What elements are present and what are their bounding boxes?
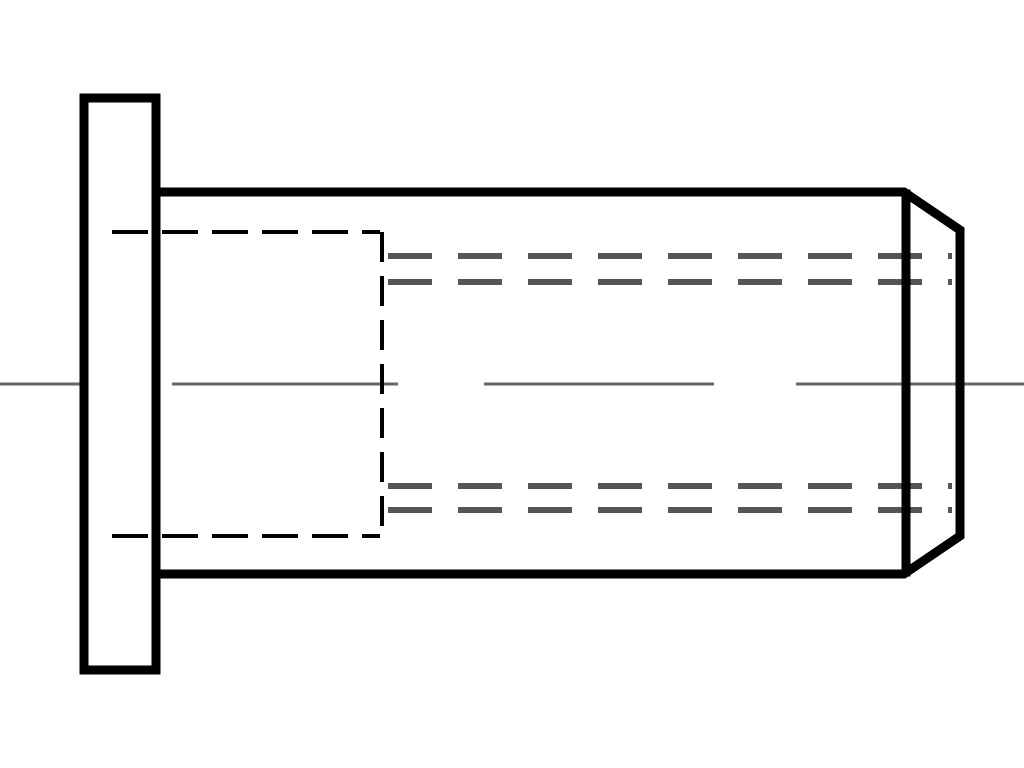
flange-head [79,93,161,675]
hidden-bore [112,230,384,538]
hidden-thread [388,253,952,513]
visible-outline [79,93,965,675]
shank-body [151,187,965,579]
